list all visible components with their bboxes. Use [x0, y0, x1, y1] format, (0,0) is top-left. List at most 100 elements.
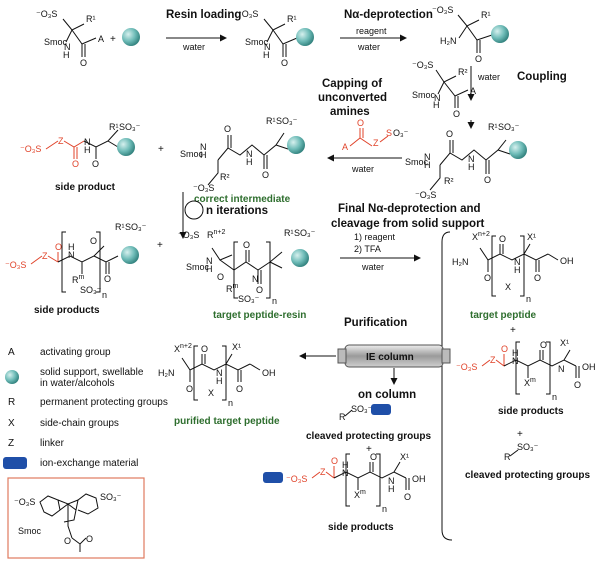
step-resin-loading: Resin loading: [166, 9, 241, 21]
svg-text:R¹: R¹: [109, 122, 119, 132]
svg-text:O: O: [446, 129, 453, 139]
svg-text:O: O: [331, 456, 338, 466]
svg-text:R¹: R¹: [287, 14, 297, 24]
svg-text:Z: Z: [373, 138, 379, 148]
svg-text:O: O: [201, 344, 208, 354]
svg-text:O: O: [484, 175, 491, 185]
svg-text:O: O: [80, 58, 87, 68]
plus-6: +: [366, 444, 372, 455]
svg-text:O: O: [256, 285, 263, 295]
svg-text:N: N: [264, 42, 271, 52]
plus-4: +: [510, 325, 516, 336]
plus-1: +: [110, 34, 116, 45]
svg-text:N: N: [434, 93, 441, 103]
svg-text:N: N: [342, 468, 349, 478]
cleaved-pg-right: R SO₃⁻: [504, 442, 539, 462]
step-final-1: Final Nα-deprotection and: [338, 203, 481, 215]
svg-text:X: X: [505, 282, 511, 292]
legend-text-4: side-chain groups: [40, 418, 119, 429]
step-capping-2: unconverted: [318, 92, 387, 104]
svg-text:n: n: [552, 392, 557, 402]
svg-text:O: O: [217, 272, 224, 282]
svg-text:Smoc: Smoc: [405, 157, 429, 167]
svg-text:O: O: [72, 159, 79, 169]
label-side-products-3: side products: [328, 522, 394, 533]
cond-water-3: water: [477, 72, 500, 82]
svg-text:H: H: [263, 50, 270, 60]
svg-text:H: H: [68, 242, 75, 252]
svg-text:SO₃⁻: SO₃⁻: [119, 122, 141, 132]
svg-text:O: O: [243, 240, 250, 250]
legend-text-6: ion-exchange material: [40, 458, 138, 469]
svg-text:⁻O₃S: ⁻O₃S: [36, 9, 57, 19]
cond-water-4: water: [351, 164, 374, 174]
svg-text:H₂N: H₂N: [158, 368, 175, 378]
svg-text:H: H: [514, 265, 521, 275]
svg-text:Z: Z: [320, 467, 326, 477]
svg-text:R: R: [504, 452, 511, 462]
step-capping-3: amines: [330, 106, 370, 118]
cond-water-2: water: [357, 42, 380, 52]
svg-text:SO₃⁻: SO₃⁻: [80, 285, 102, 295]
resin-bead-7: [121, 246, 139, 264]
svg-text:O: O: [484, 273, 491, 283]
side-products-resin: ⁻O₃S Z O H N Rm SO₃⁻ n O R¹ SO₃⁻ O: [5, 222, 147, 300]
legend-key-z: Z: [8, 438, 14, 449]
svg-text:O: O: [453, 109, 460, 119]
svg-text:H: H: [246, 157, 253, 167]
svg-text:H: H: [342, 460, 349, 470]
svg-text:H₂N: H₂N: [452, 257, 469, 267]
resin-bead-4: [509, 141, 527, 159]
svg-text:H: H: [200, 150, 207, 160]
svg-text:N: N: [200, 142, 207, 152]
svg-text:S: S: [386, 128, 392, 138]
svg-text:Smoc: Smoc: [412, 90, 436, 100]
svg-text:n: n: [382, 504, 387, 514]
step-coupling: Coupling: [517, 71, 567, 83]
svg-text:R¹: R¹: [284, 228, 294, 238]
svg-text:H: H: [206, 264, 213, 274]
svg-text:H: H: [468, 162, 475, 172]
svg-text:Smoc: Smoc: [186, 262, 210, 272]
svg-text:n: n: [272, 296, 277, 306]
smoc-structure-box: ⁻O₃S SO₃⁻ Smoc O O: [7, 477, 145, 559]
svg-text:A: A: [470, 86, 476, 96]
plus-3: +: [157, 240, 163, 251]
svg-text:Xn+2: Xn+2: [472, 231, 490, 242]
svg-text:SO₃⁻: SO₃⁻: [517, 442, 539, 452]
svg-text:N: N: [558, 364, 565, 374]
legend-text-2: in water/alcohols: [40, 378, 114, 389]
capping-reagent: A O Z S O₃⁻: [342, 118, 409, 152]
plus-2: +: [158, 144, 164, 155]
cond-tfa: 2) TFA: [354, 244, 381, 254]
svg-text:H: H: [512, 348, 519, 358]
svg-text:O: O: [534, 273, 541, 283]
svg-text:R¹: R¹: [488, 122, 498, 132]
smoc-label-1: Smoc: [44, 37, 68, 47]
svg-text:O: O: [475, 54, 482, 64]
svg-text:O: O: [370, 452, 377, 462]
target-peptide-structure: Xn+2 H₂N O O X n N H X¹ O OH: [452, 231, 574, 304]
ion-exchange-icon-2: [263, 472, 283, 483]
svg-text:O: O: [104, 274, 111, 284]
svg-text:⁻O₃S: ⁻O₃S: [20, 144, 41, 154]
svg-text:N: N: [514, 257, 521, 267]
svg-text:H: H: [63, 50, 70, 60]
svg-text:N: N: [388, 476, 395, 486]
svg-text:O: O: [92, 159, 99, 169]
label-correct-intermediate: correct intermediate: [194, 194, 291, 205]
svg-text:SO₃⁻: SO₃⁻: [498, 122, 520, 132]
svg-text:N: N: [64, 42, 71, 52]
svg-text:OH: OH: [262, 368, 276, 378]
svg-text:Rm: Rm: [72, 274, 85, 285]
cond-reagent-1: reagent: [356, 26, 387, 36]
svg-text:O: O: [236, 384, 243, 394]
svg-text:SO₃⁻: SO₃⁻: [276, 116, 298, 126]
label-side-products-2: side products: [498, 406, 564, 417]
side-products-column: ⁻O₃S Z O H N Xm n O N H X¹ O OH: [263, 452, 426, 514]
capped-side-product: ⁻O₃S Z O N H R¹ SO₃⁻ O: [20, 122, 141, 169]
plus-5: +: [517, 429, 523, 440]
resin-bead-2: [296, 28, 314, 46]
products-bracket: [441, 231, 453, 541]
